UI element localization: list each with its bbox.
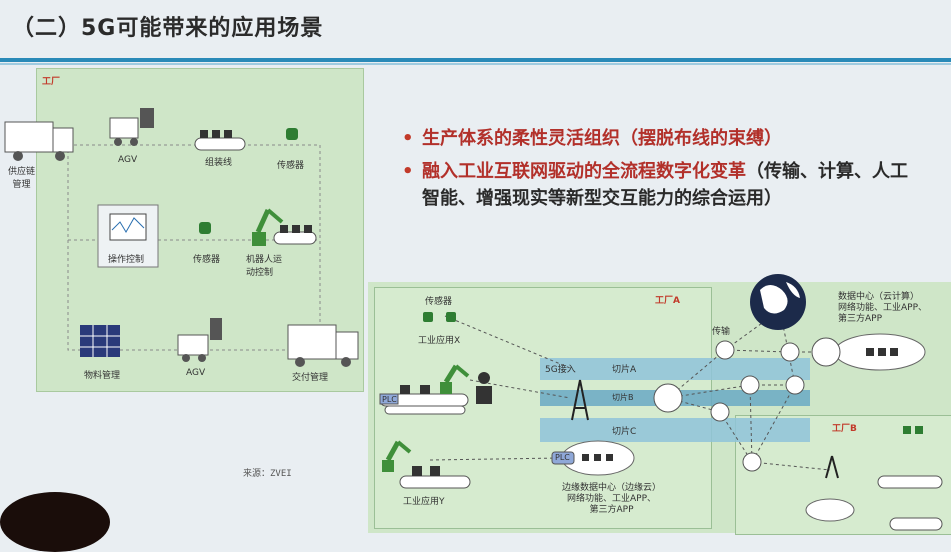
conveyor-icon <box>379 385 469 415</box>
supply-chain-label: 供应链 管理 <box>8 167 36 190</box>
globe-icon <box>750 274 806 330</box>
assembly-line-label: 组装线 <box>205 158 233 168</box>
industrial-app-x-label: 工业应用X <box>418 336 461 346</box>
factory-diagram-graphics <box>4 108 359 367</box>
worker-icon <box>476 372 492 404</box>
slice-a-label: 切片A <box>612 365 637 375</box>
bullet-dot-icon: • <box>402 161 414 182</box>
sensor-icon <box>286 128 298 140</box>
slice-a-band <box>540 358 810 380</box>
router-icon <box>785 375 805 395</box>
plc-icon <box>379 393 399 405</box>
router-icon <box>653 383 683 413</box>
conveyor-icon <box>399 466 471 489</box>
slice-c-label: 切片C <box>612 427 637 437</box>
operation-control-label: 操作控制 <box>108 255 145 265</box>
sensor-top-label: 传感器 <box>277 161 305 171</box>
truck-icon <box>4 121 74 161</box>
bullet-list: • 生产体系的柔性灵活组织（摆脱布线的束缚） • 融入工业互联网驱动的全流程数字… <box>400 125 920 218</box>
access-5g-label: 5G接入 <box>545 365 576 375</box>
assembly-line-icon <box>194 130 246 151</box>
bullet-dot-icon: • <box>402 128 414 149</box>
router-icon <box>740 375 760 395</box>
edge-cloud-icon <box>551 440 635 476</box>
router-icon <box>780 342 800 362</box>
bullet-text: 生产体系的柔性灵活组织（摆脱布线的束缚） <box>422 128 782 149</box>
edge-datacenter-label: 边缘数据中心（边缘云） 网络功能、工业APP、 第三方APP <box>562 483 662 515</box>
presenter-head <box>0 492 110 552</box>
page-title: （二）5G可能带来的应用场景 <box>12 16 324 41</box>
agv-top-label: AGV <box>118 155 138 165</box>
source-note: 来源：ZVEI <box>243 469 292 479</box>
truck-icon <box>287 324 359 367</box>
antenna-tower-icon <box>825 455 839 479</box>
plc-label: PLC <box>555 453 570 462</box>
robot-control-label: 机器人运 动控制 <box>246 255 283 278</box>
factory-b-label: 工厂B <box>832 424 857 434</box>
robot-arm-icon <box>252 208 317 246</box>
router-icon <box>710 402 730 422</box>
bullet-text-highlight: 融入工业互联网驱动的全流程数字化变革 <box>422 161 746 182</box>
router-icon <box>811 337 841 367</box>
antenna-tower-icon <box>571 379 589 421</box>
cloud-datacenter-icon <box>834 333 926 371</box>
transport-label: 传输 <box>712 327 731 337</box>
router-icon <box>715 340 735 360</box>
router-icon <box>742 452 762 472</box>
plc-label: PLC <box>382 395 397 404</box>
conveyor-icon <box>877 426 943 531</box>
factory-label: 工厂 <box>42 77 61 87</box>
delivery-management-label: 交付管理 <box>292 373 329 383</box>
agv-icon <box>109 108 154 146</box>
bullet-item: • 生产体系的柔性灵活组织（摆脱布线的束缚） <box>400 125 920 152</box>
factory-a-label: 工厂A <box>655 296 680 306</box>
title-underline <box>0 58 951 62</box>
edge-cloud-icon <box>805 498 855 522</box>
material-management-label: 物料管理 <box>84 371 121 381</box>
robot-arm-icon <box>440 364 470 394</box>
operation-control-icon <box>97 204 159 268</box>
agv-bottom-label: AGV <box>186 368 206 378</box>
sensor-icon <box>423 312 456 322</box>
sensor-icon <box>199 222 211 234</box>
datacenter-label: 数据中心（云计算） 网络功能、工业APP、 第三方APP <box>838 292 928 324</box>
sensor-label: 传感器 <box>425 297 453 307</box>
sensor-mid-label: 传感器 <box>193 255 221 265</box>
bullet-text-rest: （传输、计算、人工智能、增强现实等新型交互能力的综合运用） <box>422 161 908 209</box>
slice-b-label: 切片B <box>612 393 634 402</box>
industrial-app-y-label: 工业应用Y <box>403 497 445 507</box>
agv-icon <box>177 318 222 362</box>
robot-arm-icon <box>382 440 412 472</box>
title-underline-accent <box>0 63 951 65</box>
network-graphics <box>379 274 943 531</box>
material-stack-icon <box>80 325 120 357</box>
bullet-item: • 融入工业互联网驱动的全流程数字化变革（传输、计算、人工智能、增强现实等新型交… <box>400 158 920 212</box>
